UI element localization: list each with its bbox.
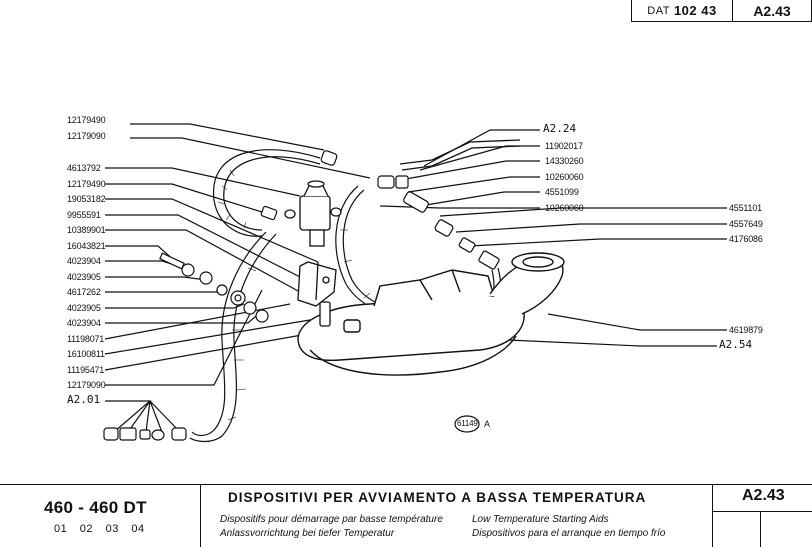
part-label: 4176086: [729, 234, 763, 244]
leader-line: [407, 176, 540, 193]
part-label: 10260060: [545, 203, 584, 213]
title-german: Anlassvorrichtung bei tiefer Temperatur: [220, 528, 395, 539]
leader-line: [127, 400, 181, 433]
part-label: 4023905: [67, 303, 101, 313]
leader-line: [130, 137, 371, 179]
part-label: 16043821: [67, 241, 106, 251]
cross-reference-label: A2.01: [67, 393, 101, 406]
document-code-box: DAT 102 43: [631, 0, 733, 22]
part-label: 4023904: [67, 256, 101, 266]
dat-number: 102 43: [673, 3, 717, 18]
cross-reference-label: A2.24: [543, 122, 577, 135]
leader-line: [379, 205, 540, 209]
leader-line: [104, 317, 323, 355]
part-label: 9955591: [67, 210, 101, 220]
title-english: Low Temperature Starting Aids: [472, 514, 609, 525]
part-label: 4023905: [67, 272, 101, 282]
leader-line: [105, 276, 207, 281]
exploded-parts-diagram: [103, 123, 727, 443]
leader-line: [105, 214, 307, 281]
leader-line: [399, 160, 540, 181]
part-label: 10260060: [545, 172, 584, 182]
part-label: 12179490: [67, 115, 106, 125]
figure-suffix: A: [484, 419, 490, 429]
leader-line: [469, 238, 727, 247]
part-label: 4613792: [67, 163, 101, 173]
figure-code: 61149: [457, 419, 478, 428]
reference-cell: A2.43: [712, 485, 812, 547]
title-french: Dispositifs pour démarrage par basse tem…: [220, 514, 443, 525]
leader-line: [130, 123, 325, 151]
leader-line: [105, 167, 301, 197]
leader-line: [105, 400, 152, 433]
leader-line: [105, 289, 263, 386]
model-codes: 01 02 03 04: [54, 523, 145, 535]
title-cell: DISPOSITIVI PER AVVIAMENTO A BASSA TEMPE…: [200, 485, 713, 547]
part-label: 4023904: [67, 318, 101, 328]
model-name: 460 - 460 DT: [44, 498, 147, 517]
part-label: 11198071: [67, 334, 105, 344]
part-label: 19053182: [67, 194, 106, 204]
part-label: 12179090: [67, 131, 106, 141]
title-italian: DISPOSITIVI PER AVVIAMENTO A BASSA TEMPE…: [228, 490, 647, 505]
divider: [712, 511, 812, 512]
dat-prefix: DAT: [647, 4, 670, 17]
leader-line: [547, 313, 727, 331]
title-block: 460 - 460 DT 01 02 03 04 DISPOSITIVI PER…: [0, 484, 812, 547]
part-label: 12179490: [67, 179, 106, 189]
leader-line: [105, 183, 263, 213]
leader-line: [104, 303, 291, 340]
part-label: 4617262: [67, 287, 101, 297]
part-label: 10389901: [67, 225, 106, 235]
model-cell: 460 - 460 DT 01 02 03 04: [0, 485, 201, 547]
part-label: 4551099: [545, 187, 579, 197]
divider: [760, 511, 761, 547]
cross-reference-label: A2.54: [719, 338, 753, 351]
leader-line: [105, 229, 301, 293]
leader-line: [455, 223, 727, 233]
footer-page-reference: A2.43: [742, 487, 785, 504]
leader-line: [104, 329, 331, 371]
title-spanish: Dispositivos para el arranque en tiempo …: [472, 528, 666, 539]
figure-code-bubble: [454, 415, 480, 433]
part-label: 12179090: [67, 380, 106, 390]
part-label: 4551101: [729, 203, 762, 213]
leader-line: [419, 191, 540, 207]
part-label: 16100811: [67, 349, 105, 359]
leader-line: [105, 315, 257, 324]
part-label: 11902017: [545, 141, 583, 151]
part-label: 4557649: [729, 219, 763, 229]
part-label: 4619879: [729, 325, 763, 335]
part-label: 14330260: [545, 156, 584, 166]
part-label: 11195471: [67, 365, 105, 375]
leader-line: [439, 207, 727, 217]
leader-line: [105, 303, 245, 309]
